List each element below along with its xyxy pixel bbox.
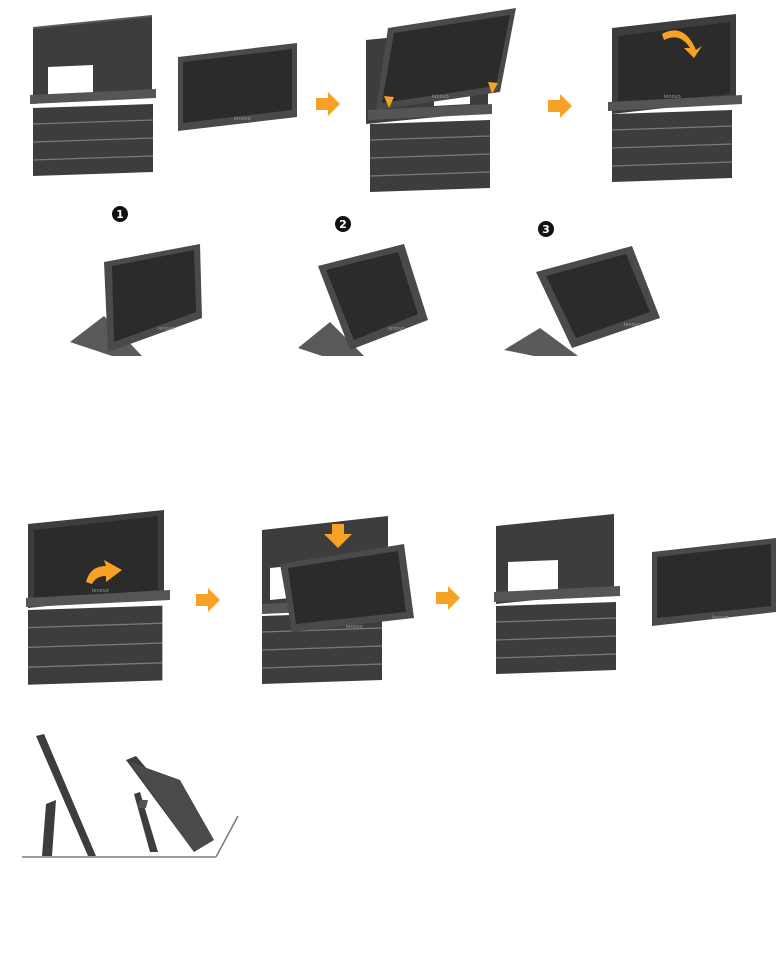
step-badge-3: 3	[538, 221, 554, 237]
side-view	[22, 734, 238, 857]
svg-text:2: 2	[339, 218, 347, 231]
monitor-on-stand-profile	[126, 756, 214, 852]
right-arrow-icon	[196, 588, 220, 612]
right-arrow-icon	[548, 94, 572, 118]
svg-text:lenovo: lenovo	[346, 624, 363, 630]
insert-frame: lenovo	[366, 8, 516, 192]
svg-text:lenovo: lenovo	[624, 322, 641, 328]
svg-text:lenovo: lenovo	[158, 326, 175, 332]
monitor-angle-1: lenovo	[70, 244, 202, 356]
svg-text:lenovo: lenovo	[388, 326, 405, 332]
step-badge-2: 2	[335, 216, 351, 232]
case-stand-profile	[36, 734, 96, 856]
svg-text:lenovo: lenovo	[432, 94, 449, 100]
monitor-loose: lenovo	[178, 43, 297, 131]
cover-up-frame: lenovo	[26, 510, 170, 685]
detach-row: lenovo lenovo lenovo	[26, 510, 776, 685]
monitor-detached: lenovo	[652, 538, 776, 626]
monitor-angle-3: lenovo	[504, 246, 660, 356]
svg-text:3: 3	[542, 223, 550, 236]
case-open-frame	[30, 16, 156, 176]
svg-text:lenovo: lenovo	[664, 94, 681, 100]
angle-row: 1 2 3 lenovo lenovo lenovo	[70, 206, 660, 356]
step-badge-1: 1	[112, 206, 128, 222]
brand-label: lenovo	[234, 116, 251, 122]
right-arrow-icon	[316, 92, 340, 116]
svg-text:lenovo: lenovo	[712, 615, 729, 621]
push-out-frame: lenovo	[262, 516, 414, 684]
separated-frame	[494, 514, 620, 674]
attach-row: lenovo lenovo lenovo	[30, 8, 742, 192]
svg-text:lenovo: lenovo	[92, 588, 109, 594]
right-arrow-icon	[436, 586, 460, 610]
folded-frame: lenovo	[608, 14, 742, 182]
svg-text:1: 1	[116, 208, 124, 221]
monitor-angle-2: lenovo	[298, 244, 428, 356]
